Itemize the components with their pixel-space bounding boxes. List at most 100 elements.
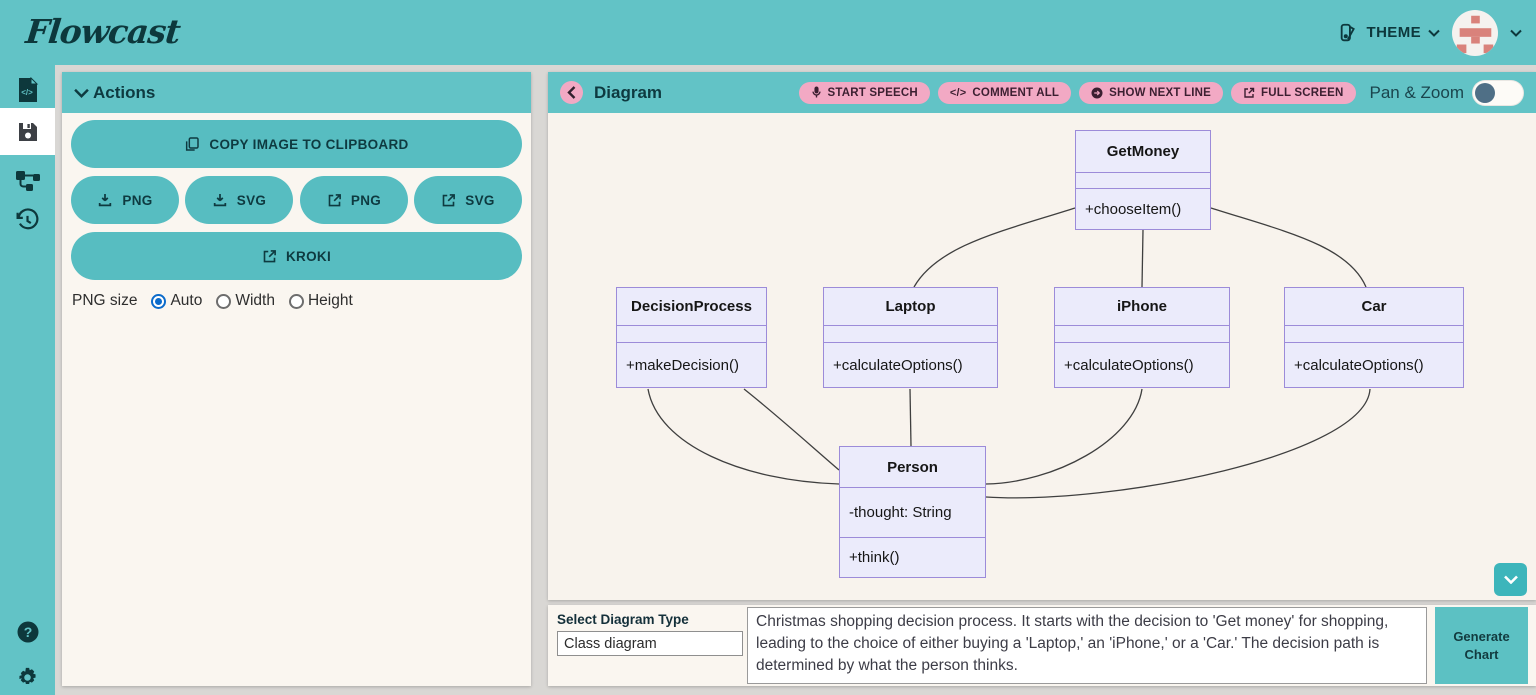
start-speech-label: START SPEECH: [827, 86, 918, 99]
sidebar-item-history[interactable]: [0, 203, 55, 237]
app-header: Flowcast THEME: [0, 0, 1536, 65]
copy-image-label: COPY IMAGE TO CLIPBOARD: [209, 136, 409, 152]
diagram-canvas[interactable]: GetMoney +chooseItem() DecisionProcess +…: [548, 113, 1536, 600]
toggle-knob: [1475, 82, 1495, 103]
class-box-laptop[interactable]: Laptop +calculateOptions(): [823, 287, 998, 388]
diagram-toolbar: START SPEECH </> COMMENT ALL SHOW NEXT L…: [798, 79, 1524, 106]
code-file-icon: </>: [17, 77, 39, 103]
class-method: +think(): [849, 549, 900, 566]
avatar[interactable]: [1452, 9, 1498, 56]
svg-text:?: ?: [23, 624, 32, 640]
copy-icon: [184, 136, 200, 152]
class-box-decisionprocess[interactable]: DecisionProcess +makeDecision(): [616, 287, 767, 388]
theme-button[interactable]: THEME: [1338, 22, 1441, 44]
back-button[interactable]: [560, 81, 583, 104]
chevron-down-icon: [1428, 29, 1440, 37]
png-size-option-auto[interactable]: Auto: [151, 292, 202, 310]
relation-edges: [647, 207, 1371, 499]
edge-decisionprocess-person-b: [743, 388, 840, 471]
class-attributes: [1285, 326, 1463, 343]
open-svg-button[interactable]: SVG: [414, 176, 522, 224]
copy-image-button[interactable]: COPY IMAGE TO CLIPBOARD: [71, 120, 522, 168]
diagram-type-input[interactable]: [557, 631, 743, 656]
class-method: +chooseItem(): [1085, 200, 1182, 218]
kroki-label: KROKI: [286, 248, 331, 264]
png-size-width-label: Width: [235, 292, 275, 309]
png-size-auto-label: Auto: [170, 292, 203, 309]
sidebar-item-code-file[interactable]: </>: [0, 73, 55, 107]
class-name: Laptop: [824, 288, 997, 326]
class-attributes: [1076, 173, 1210, 189]
sidebar-item-help[interactable]: ?: [0, 615, 55, 649]
class-name: iPhone: [1055, 288, 1229, 326]
comment-all-button[interactable]: </> COMMENT ALL: [937, 81, 1072, 104]
radio-selected-icon: [151, 293, 167, 309]
radio-icon: [288, 293, 304, 309]
download-icon: [212, 192, 228, 208]
png-size-height-label: Height: [307, 292, 353, 309]
show-next-line-button[interactable]: SHOW NEXT LINE: [1079, 81, 1223, 104]
actions-panel: Actions COPY IMAGE TO CLIPBOARD PNG SVG: [62, 72, 531, 686]
show-next-line-label: SHOW NEXT LINE: [1109, 86, 1211, 99]
class-name: DecisionProcess: [617, 288, 766, 326]
open-png-label: PNG: [350, 192, 382, 208]
download-svg-button[interactable]: SVG: [185, 176, 293, 224]
pan-zoom-toggle[interactable]: [1472, 79, 1524, 106]
external-link-icon: [441, 193, 456, 208]
save-icon: [16, 120, 40, 144]
png-size-option-height[interactable]: Height: [288, 292, 353, 310]
class-box-iphone[interactable]: iPhone +calculateOptions(): [1054, 287, 1230, 388]
class-method: +makeDecision(): [626, 356, 739, 374]
class-attributes: [1055, 326, 1229, 343]
open-png-button[interactable]: PNG: [300, 176, 408, 224]
generate-chart-button[interactable]: Generate Chart: [1435, 607, 1528, 684]
download-png-button[interactable]: PNG: [71, 176, 179, 224]
svg-text:</>: </>: [21, 88, 33, 97]
microphone-icon: [811, 86, 822, 99]
diagram-title: Diagram: [594, 82, 663, 102]
comment-all-label: COMMENT ALL: [972, 86, 1060, 99]
full-screen-label: FULL SCREEN: [1261, 86, 1344, 99]
edge-car-person: [985, 388, 1371, 499]
code-icon: </>: [949, 86, 967, 99]
external-link-icon: [327, 193, 342, 208]
png-size-label: PNG size: [72, 292, 138, 309]
actions-panel-header[interactable]: Actions: [62, 72, 531, 113]
sidebar-item-save[interactable]: [0, 108, 55, 155]
app-logo: Flowcast: [23, 12, 182, 51]
download-svg-label: SVG: [236, 192, 267, 208]
class-method: +calculateOptions(): [1064, 356, 1194, 374]
class-name: Car: [1285, 288, 1463, 326]
edge-laptop-person: [909, 388, 912, 447]
sidebar-item-settings[interactable]: [0, 660, 55, 694]
kroki-button[interactable]: KROKI: [71, 232, 522, 280]
open-svg-label: SVG: [465, 192, 495, 208]
arrow-circle-icon: [1091, 87, 1103, 99]
settings-icon: [16, 666, 39, 689]
prompt-textarea[interactable]: Christmas shopping decision process. It …: [747, 607, 1427, 684]
png-size-row: PNG size Auto Width Height: [72, 292, 353, 310]
collapse-chevron-icon: [74, 88, 89, 98]
download-png-label: PNG: [122, 192, 153, 208]
start-speech-button[interactable]: START SPEECH: [798, 81, 930, 104]
help-icon: ?: [16, 620, 40, 644]
header-right: THEME: [1338, 0, 1523, 65]
png-size-option-width[interactable]: Width: [216, 292, 275, 310]
full-screen-button[interactable]: FULL SCREEN: [1231, 81, 1356, 104]
account-chevron-down-icon[interactable]: [1510, 29, 1522, 37]
flowchart-icon: [15, 168, 41, 192]
scroll-down-button[interactable]: [1494, 563, 1527, 596]
sidebar-item-flowchart[interactable]: [0, 163, 55, 197]
edge-getmoney-car: [1210, 207, 1367, 288]
external-link-icon: [1243, 87, 1255, 99]
class-method: +calculateOptions(): [1294, 356, 1424, 374]
radio-icon: [216, 293, 232, 309]
class-box-getmoney[interactable]: GetMoney +chooseItem(): [1075, 130, 1211, 230]
theme-swatch-icon: [1338, 22, 1360, 44]
class-box-person[interactable]: Person -thought: String +think(): [839, 446, 986, 578]
diagram-type-label: Select Diagram Type: [557, 612, 689, 627]
class-box-car[interactable]: Car +calculateOptions(): [1284, 287, 1464, 388]
external-link-icon: [262, 249, 277, 264]
class-name: GetMoney: [1076, 131, 1210, 173]
class-attribute: -thought: String: [840, 488, 985, 538]
